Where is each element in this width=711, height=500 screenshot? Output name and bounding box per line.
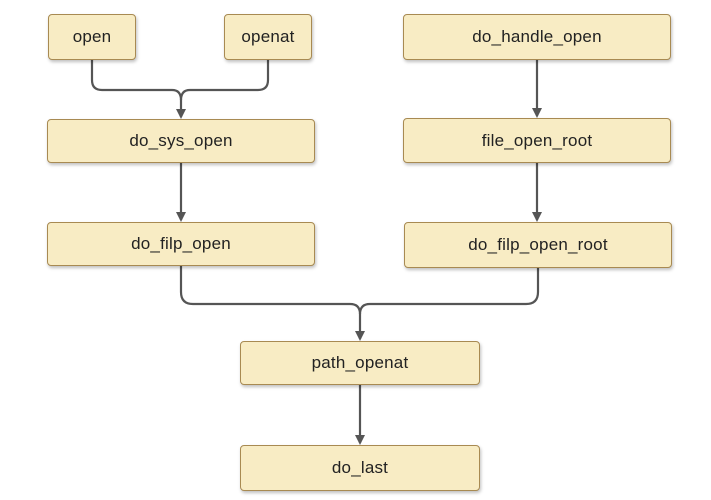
node-do-handle-open: do_handle_open [403,14,671,60]
node-open: open [48,14,136,60]
node-do-last-label: do_last [331,458,389,477]
node-path-openat: path_openat [240,341,480,385]
node-file-open-root: file_open_root [403,118,671,163]
node-do-filp-open: do_filp_open [47,222,315,266]
node-do-last: do_last [240,445,480,491]
node-open-label: open [72,27,112,46]
node-do-sys-open-label: do_sys_open [129,131,233,150]
node-do-filp-open-root-label: do_filp_open_root [468,235,608,254]
node-file-open-root-label: file_open_root [481,130,593,150]
node-do-sys-open: do_sys_open [47,119,315,163]
node-do-filp-open-root: do_filp_open_root [404,222,672,268]
edge-open-to-do-sys-open [90,60,186,119]
node-openat: openat [224,14,312,60]
node-do-filp-open-label: do_filp_open [131,234,231,253]
node-path-openat-label: path_openat [311,353,409,372]
edge-do-filp-open-root-to-path-openat [358,268,540,315]
edge-do-filp-open-to-path-openat [179,266,365,341]
edge-openat-to-do-sys-open [179,60,270,101]
node-openat-label: openat [241,27,295,46]
node-do-handle-open-label: do_handle_open [472,27,602,46]
